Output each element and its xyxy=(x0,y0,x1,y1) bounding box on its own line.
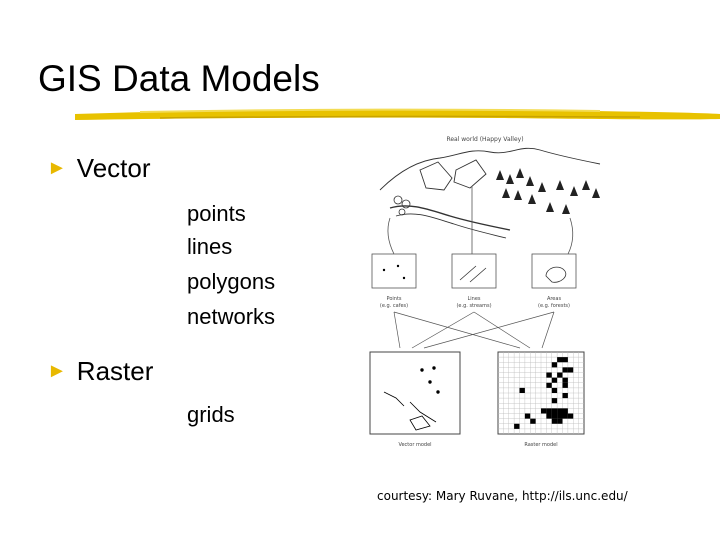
landscape-illustration xyxy=(379,147,601,239)
subitem-lines: lines xyxy=(187,234,233,259)
raster-model-panel xyxy=(497,351,585,435)
raster-cell xyxy=(567,367,574,373)
bullet-label: Raster xyxy=(76,356,154,386)
raster-cell xyxy=(524,413,531,419)
raster-cell xyxy=(557,413,563,419)
raster-cell xyxy=(562,357,568,363)
areas-panel xyxy=(531,253,577,289)
raster-cell xyxy=(551,398,558,404)
raster-cell xyxy=(557,372,563,378)
bullet-raster: ► Raster xyxy=(47,356,153,387)
subitem-polygons: polygons xyxy=(187,269,276,294)
raster-cell xyxy=(546,372,552,378)
real-world-label: Real world (Happy Valley) xyxy=(446,136,523,143)
title-underline xyxy=(75,108,720,120)
image-credit: courtesy: Mary Ruvane, http://ils.unc.ed… xyxy=(377,489,628,503)
raster-cell xyxy=(551,377,558,383)
areas-example: (e.g. forests) xyxy=(538,303,570,309)
lines-label: Lines xyxy=(467,296,480,302)
raster-cell xyxy=(551,418,558,424)
bullet-vector: ► Vector xyxy=(47,153,151,184)
points-example: (e.g. cafes) xyxy=(380,303,408,309)
raster-cell xyxy=(562,413,568,419)
subitem-points: points xyxy=(187,201,246,226)
raster-cell xyxy=(519,387,525,393)
lines-example: (e.g. streams) xyxy=(456,303,491,309)
cafe-points-illustration xyxy=(393,195,411,216)
raster-cell xyxy=(541,408,547,414)
slide-title: GIS Data Models xyxy=(38,58,320,99)
vector-model-label: Vector model xyxy=(398,442,431,448)
bullet-label: Vector xyxy=(76,153,151,183)
subitem-grids: grids xyxy=(187,402,235,427)
lines-panel xyxy=(451,253,497,289)
gis-models-figure: Real world (Happy Valley) Points (e.g. c… xyxy=(369,136,601,448)
raster-cell xyxy=(546,408,552,414)
raster-cell xyxy=(562,377,568,383)
vector-model-panel xyxy=(369,351,461,435)
raster-cell xyxy=(562,367,568,373)
raster-cell xyxy=(546,382,552,388)
raster-cell xyxy=(557,408,563,414)
points-label: Points xyxy=(386,296,401,302)
raster-cell xyxy=(562,408,568,414)
raster-cell xyxy=(562,393,568,399)
bullet-arrow-icon: ► xyxy=(47,157,67,179)
bullet-arrow-icon: ► xyxy=(47,360,67,382)
raster-cell xyxy=(557,357,563,363)
raster-cell xyxy=(551,387,558,393)
points-panel xyxy=(371,253,417,289)
raster-cell xyxy=(562,382,568,388)
raster-cell xyxy=(557,418,563,424)
raster-cell xyxy=(551,362,558,368)
trees-illustration xyxy=(496,168,600,214)
raster-cell xyxy=(551,408,558,414)
raster-cell xyxy=(567,413,574,419)
subitem-networks: networks xyxy=(187,304,276,329)
raster-cell xyxy=(551,413,558,419)
raster-cell xyxy=(546,413,552,419)
raster-cell xyxy=(514,423,520,429)
raster-model-label: Raster model xyxy=(524,442,557,448)
raster-cell xyxy=(530,418,536,424)
areas-label: Areas xyxy=(547,296,562,302)
